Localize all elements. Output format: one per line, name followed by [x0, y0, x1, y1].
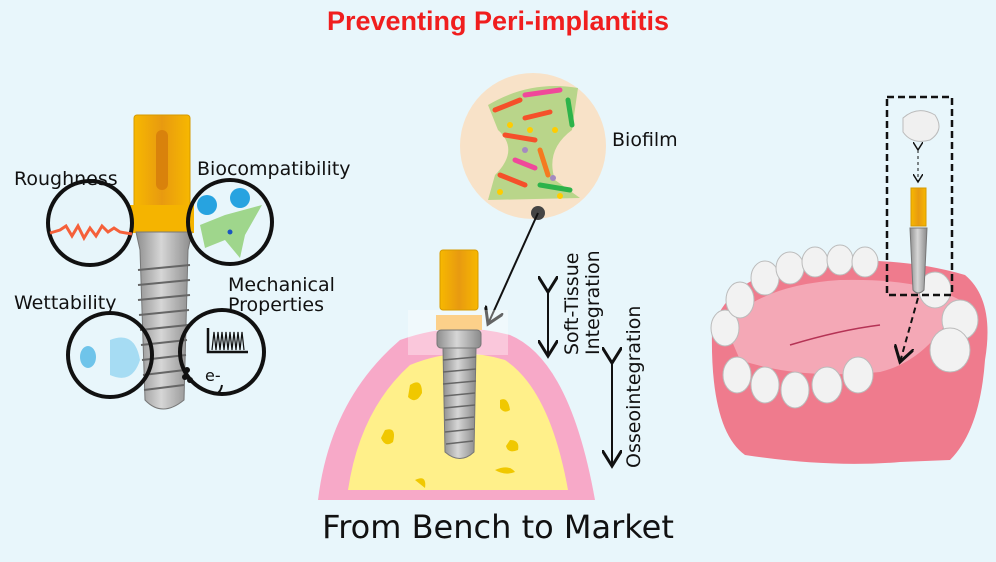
osseointegration-label: Osseointegration — [623, 305, 645, 468]
crown-icon — [902, 110, 940, 142]
implant-small — [909, 187, 928, 294]
biofilm-arrow — [488, 212, 539, 324]
page-title: Preventing Peri-implantitis — [326, 6, 670, 36]
soft-tissue-line1: Soft-Tissue — [561, 252, 583, 355]
soft-tissue-label: Soft-Tissue Integration — [561, 250, 604, 355]
implant-center — [436, 249, 482, 459]
biofilm-label: Biofilm — [612, 129, 678, 151]
mechanical-circle — [178, 308, 266, 396]
roughness-circle — [46, 179, 134, 267]
roughness-label: Roughness — [14, 168, 118, 190]
jaw-model — [710, 244, 988, 464]
biocompatibility-circle — [186, 178, 274, 266]
implant-large — [130, 114, 194, 410]
wettability-circle — [66, 311, 154, 399]
mechanical-label-line2: Properties — [228, 294, 325, 316]
footer-caption: From Bench to Market — [322, 508, 674, 546]
wettability-label: Wettability — [14, 292, 117, 314]
mechanical-label-line1: Mechanical — [228, 274, 335, 296]
electron-label: e- — [205, 366, 221, 385]
soft-tissue-line2: Integration — [582, 250, 604, 355]
biofilm-circle — [460, 73, 606, 219]
biocompatibility-label: Biocompatibility — [197, 158, 351, 180]
